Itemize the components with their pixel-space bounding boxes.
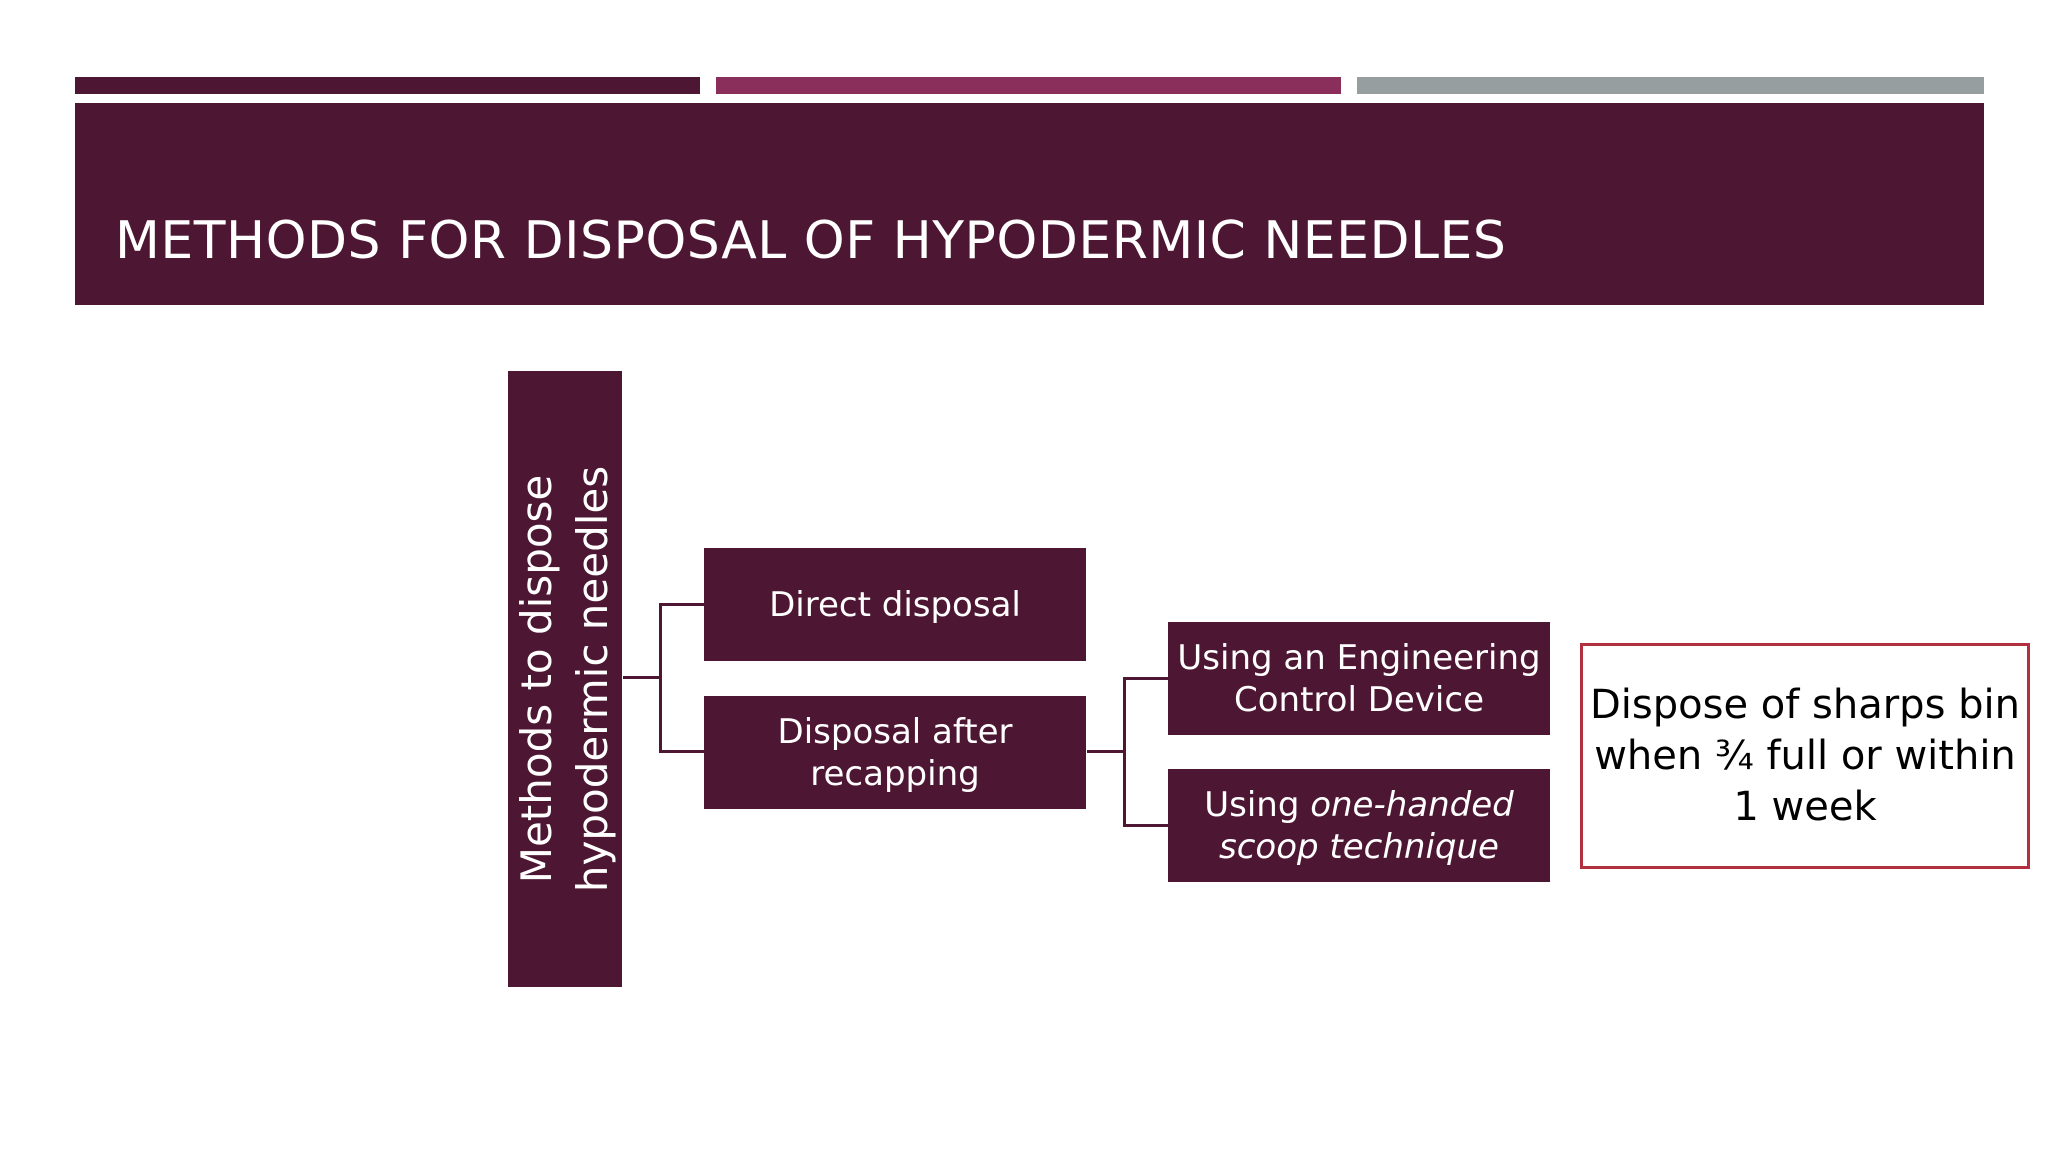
connector-to-scoop bbox=[1123, 824, 1168, 827]
node-engineering-line2: Control Device bbox=[1234, 679, 1484, 720]
note-line1: Dispose of sharps bbox=[1589, 681, 1946, 728]
node-scoop-italic1: one-handed bbox=[1310, 784, 1514, 825]
node-engineering-line1: Using an Engineering bbox=[1177, 637, 1541, 678]
node-direct-disposal-label: Direct disposal bbox=[769, 584, 1021, 625]
node-engineering-control-device: Using an Engineering Control Device bbox=[1168, 622, 1550, 735]
connector-to-direct bbox=[659, 603, 704, 606]
root-node-label: Methods to dispose hypodermic needles bbox=[509, 466, 621, 892]
accent-bar-magenta bbox=[716, 77, 1341, 94]
root-label-line1: Methods to dispose bbox=[512, 474, 562, 884]
title-banner: METHODS FOR DISPOSAL OF HYPODERMIC NEEDL… bbox=[75, 103, 1984, 305]
note-line3: when ¾ full or within bbox=[1594, 732, 2016, 779]
slide-title: METHODS FOR DISPOSAL OF HYPODERMIC NEEDL… bbox=[115, 211, 1507, 271]
node-scoop-italic2: scoop technique bbox=[1219, 826, 1499, 867]
node-scoop-line1: Using one-handed bbox=[1204, 784, 1514, 826]
connector-recap-stub bbox=[1087, 750, 1125, 753]
note-line4: 1 week bbox=[1733, 783, 1877, 830]
node-scoop-prefix: Using bbox=[1204, 784, 1311, 825]
accent-bar-plum bbox=[75, 77, 700, 94]
connector-recap-vertical bbox=[1123, 677, 1126, 827]
connector-to-engineering bbox=[1123, 677, 1168, 680]
node-direct-disposal: Direct disposal bbox=[704, 548, 1086, 661]
node-disposal-after-recapping: Disposal after recapping bbox=[704, 696, 1086, 809]
root-label-line2: hypodermic needles bbox=[568, 465, 618, 893]
connector-root-vertical bbox=[659, 603, 662, 753]
node-recap-line1: Disposal after bbox=[777, 711, 1013, 752]
node-recap-line2: recapping bbox=[810, 753, 980, 794]
note-line2: bin bbox=[1958, 681, 2020, 728]
node-one-handed-scoop: Using one-handed scoop technique bbox=[1168, 769, 1550, 882]
accent-bar-gray bbox=[1357, 77, 1984, 94]
connector-root-stub bbox=[623, 676, 661, 679]
root-node: Methods to dispose hypodermic needles bbox=[508, 371, 622, 987]
sharps-bin-note: Dispose of sharps bin when ¾ full or wit… bbox=[1580, 643, 2030, 869]
connector-to-recap bbox=[659, 750, 704, 753]
